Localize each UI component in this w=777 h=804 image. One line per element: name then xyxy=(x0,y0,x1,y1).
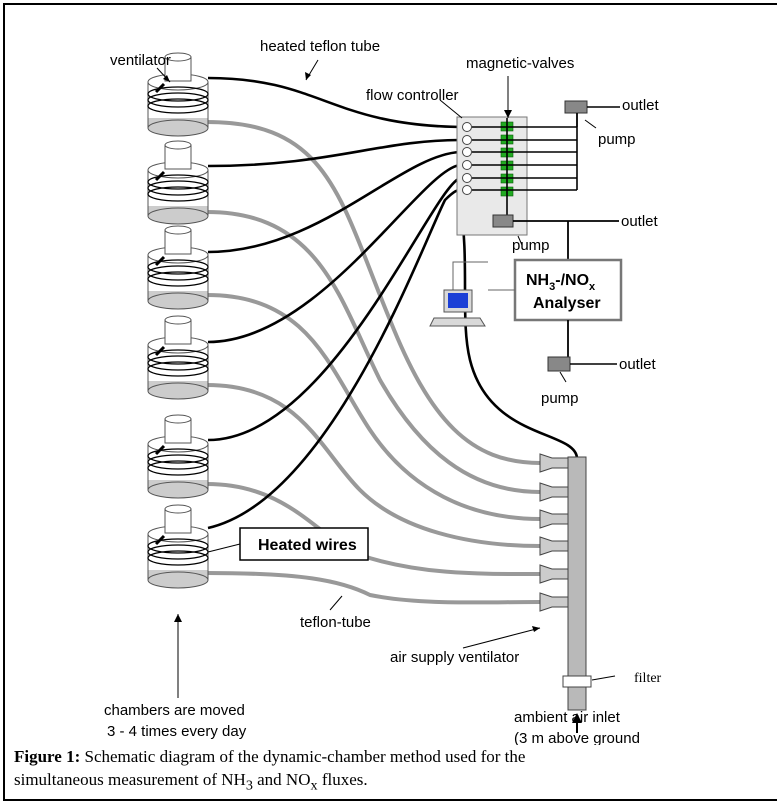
label-flow-controller: flow controller xyxy=(366,87,459,104)
pump-2 xyxy=(492,214,514,228)
caption-text-1: Schematic diagram of the dynamic-chamber… xyxy=(80,747,526,766)
caption-sub-1: 3 xyxy=(245,777,253,794)
label-heated-teflon-tube: heated teflon tube xyxy=(260,38,380,55)
valve-lines xyxy=(472,112,578,215)
label-magnetic-valves: magnetic-valves xyxy=(466,55,574,72)
label-air-supply-ventilator: air supply ventilator xyxy=(390,649,519,666)
label-chambers-line1: chambers are moved xyxy=(104,702,245,719)
label-heated-wires: Heated wires xyxy=(258,537,357,554)
label-ambient-line1: ambient air inlet xyxy=(514,709,621,726)
figure-frame xyxy=(3,3,777,801)
filter xyxy=(562,675,592,688)
arrow-heads xyxy=(163,72,582,723)
label-outlet-2: outlet xyxy=(621,213,659,230)
chamber xyxy=(146,413,210,500)
label-ambient-line2: (3 m above ground xyxy=(514,730,640,745)
caption-text-2c: fluxes. xyxy=(317,770,368,789)
chamber xyxy=(146,224,210,311)
computer-icon xyxy=(429,261,515,327)
air-supply-ventilators xyxy=(539,453,569,612)
caption-line-1: Figure 1: Schematic diagram of the dynam… xyxy=(14,745,777,768)
label-pump-3: pump xyxy=(541,390,579,407)
label-outlet-1: outlet xyxy=(622,97,660,114)
flow-controller-circles xyxy=(462,122,472,195)
caption-sub-2: x xyxy=(310,777,318,794)
heated-teflon-tubes xyxy=(207,76,461,530)
heated-wires-box xyxy=(239,527,369,561)
label-filter: filter xyxy=(634,671,662,686)
caption-text-2a: simultaneous measurement of NH xyxy=(14,770,246,789)
caption-text-2b: and NO xyxy=(252,770,311,789)
chamber xyxy=(146,314,210,401)
label-analyser-line1: NH3-/NOx xyxy=(526,272,596,293)
label-pump-2: pump xyxy=(512,237,550,254)
manifold-return-line xyxy=(458,202,579,459)
label-chambers-line2: 3 - 4 times every day xyxy=(107,723,247,740)
label-analyser-line2: Analyser xyxy=(533,295,601,312)
air-supply-manifold xyxy=(567,456,587,711)
caption-line-2: simultaneous measurement of NH3 and NOx … xyxy=(14,768,777,797)
caption-label: Figure 1: xyxy=(14,747,81,766)
analyser-box xyxy=(513,258,623,322)
chamber xyxy=(146,139,210,226)
pointer-lines xyxy=(156,59,616,698)
figure-caption: Figure 1: Schematic diagram of the dynam… xyxy=(14,745,777,797)
pump-3 xyxy=(547,356,571,372)
label-ventilator: ventilator xyxy=(110,52,171,69)
label-outlet-3: outlet xyxy=(619,356,657,373)
chamber xyxy=(146,503,210,590)
dynamic-chamber-diagram: ventilator heated teflon tube magnetic-v… xyxy=(104,38,662,745)
label-teflon-tube: teflon-tube xyxy=(300,614,371,631)
pump-1 xyxy=(564,100,588,114)
label-pump-1: pump xyxy=(598,131,636,148)
